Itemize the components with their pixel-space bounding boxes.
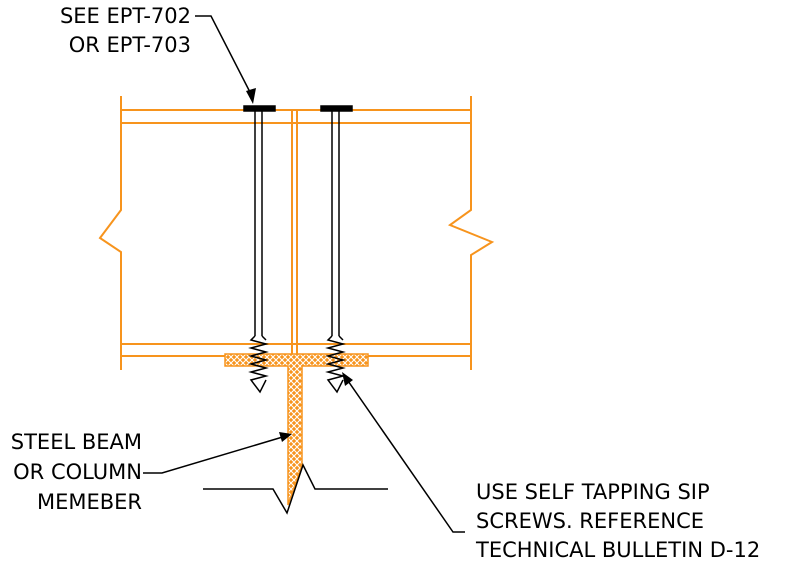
- steel-break-line: [203, 463, 388, 515]
- callout-steel-member-line3: MEMEBER: [37, 490, 142, 514]
- callout-screw-note-line1: USE SELF TAPPING SIP: [476, 480, 710, 504]
- steel-tee-member: [224, 353, 369, 506]
- callout-screw-note: USE SELF TAPPING SIP SCREWS. REFERENCE T…: [475, 480, 760, 561]
- left-break-line: [98, 96, 122, 370]
- callout-screw-ref: SEE EPT-702 OR EPT-703: [60, 4, 191, 57]
- callout-screw-note-line2: SCREWS. REFERENCE: [476, 509, 704, 533]
- leader-steel-member: [143, 432, 292, 474]
- leader-screw-note: [342, 372, 465, 533]
- callout-steel-member-line2: OR COLUMN: [13, 460, 142, 484]
- right-break-line: [447, 96, 495, 370]
- callout-screw-note-line3: TECHNICAL BULLETIN D-12: [475, 538, 760, 561]
- sip-screw-right: [320, 105, 353, 394]
- sip-screw-left: [243, 105, 276, 394]
- leader-screw-ref: [195, 15, 256, 104]
- callout-steel-member-line1: STEEL BEAM: [11, 430, 142, 454]
- callout-steel-member: STEEL BEAM OR COLUMN MEMEBER: [11, 430, 142, 514]
- callout-screw-ref-line1: SEE EPT-702: [60, 4, 191, 28]
- callout-screw-ref-line2: OR EPT-703: [69, 33, 191, 57]
- sip-panel: [98, 96, 495, 370]
